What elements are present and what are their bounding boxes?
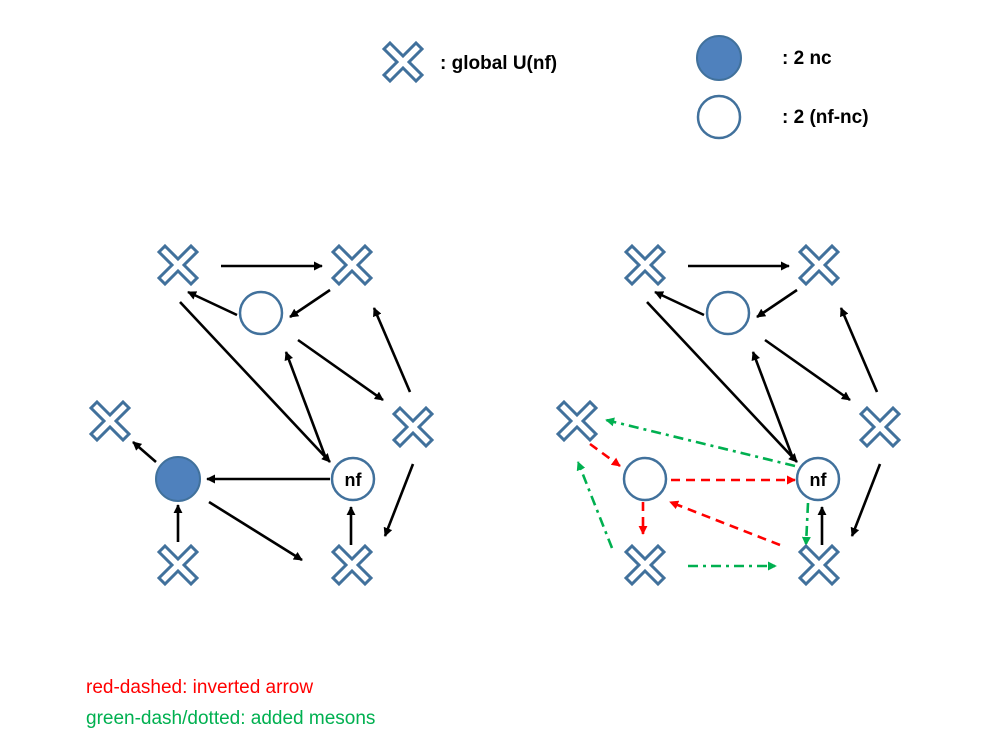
arrow-r-nf-to-far-left bbox=[605, 417, 796, 468]
left-bottom-left-cross-icon bbox=[157, 544, 199, 586]
right-top-left-cross-icon bbox=[624, 244, 666, 286]
legend-global-label: : global U(nf) bbox=[440, 53, 557, 74]
open-circle-legend-icon bbox=[696, 94, 742, 140]
right-top-right-cross-icon bbox=[798, 244, 840, 286]
left-filled-circle bbox=[155, 456, 201, 502]
left-nf-label: nf bbox=[345, 470, 363, 490]
arrow-r-nf-to-bottomright bbox=[801, 502, 811, 546]
left-nf-circle bbox=[330, 456, 376, 502]
legend-open-label: : 2 (nf-nc) bbox=[782, 107, 869, 128]
left-far-left-cross-icon bbox=[89, 400, 131, 442]
arrow-topright-to-top-circle bbox=[289, 288, 331, 319]
right-red-dashed-arrows bbox=[589, 442, 796, 547]
right-far-left-cross-icon bbox=[556, 400, 598, 442]
right-right-cross-icon bbox=[859, 406, 901, 448]
arrow-top-circle-to-right-cross bbox=[297, 338, 384, 402]
filled-circle-legend-icon bbox=[696, 35, 742, 81]
arrow-right-cross-to-bottomright bbox=[383, 463, 415, 537]
right-bottom-left-cross-icon bbox=[624, 544, 666, 586]
arrow-r-nf-to-top-circle bbox=[751, 351, 794, 457]
arrow-filled-circle-to-bottomright bbox=[208, 500, 303, 562]
right-bottom-right-cross-icon bbox=[798, 544, 840, 586]
arrow-r-top-circle-to-topleft bbox=[654, 290, 705, 317]
left-bottom-right-cross-icon bbox=[331, 544, 373, 586]
right-black-arrows bbox=[646, 261, 882, 545]
arrow-r-topleft-to-nf bbox=[646, 301, 798, 463]
arrow-r-right-cross-to-bottomright bbox=[850, 463, 882, 537]
arrow-r-far-left-to-circle bbox=[589, 442, 621, 468]
arrow-nf-to-top-circle bbox=[284, 351, 327, 457]
right-nf-circle bbox=[795, 456, 841, 502]
arrow-r-top-circle-to-right-cross bbox=[764, 338, 851, 402]
arrow-top-circle-to-topleft bbox=[187, 290, 238, 317]
left-top-right-cross-icon bbox=[331, 244, 373, 286]
arrow-right-cross-to-topright bbox=[372, 307, 412, 393]
left-top-open-circle bbox=[238, 290, 284, 336]
left-right-cross-icon bbox=[392, 406, 434, 448]
left-arrows bbox=[132, 261, 415, 562]
arrow-r-right-cross-to-topright bbox=[839, 307, 879, 393]
right-top-open-circle bbox=[705, 290, 751, 336]
global-u-nf-legend-icon bbox=[382, 41, 424, 83]
arrow-filled-circle-to-far-left bbox=[132, 441, 157, 463]
legend: : global U(nf) : 2 nc : 2 (nf-nc) bbox=[382, 35, 869, 140]
right-green-added-meson-arrows bbox=[576, 417, 811, 571]
notes: red-dashed: inverted arrow green-dash/do… bbox=[86, 677, 375, 729]
arrow-topleft-to-nf bbox=[179, 301, 331, 463]
arrow-r-bottomright-to-circle bbox=[669, 500, 781, 547]
legend-filled-label: : 2 nc bbox=[782, 48, 832, 69]
right-nf-label: nf bbox=[810, 470, 828, 490]
red-dashed-note: red-dashed: inverted arrow bbox=[86, 677, 313, 698]
arrow-r-topright-to-top-circle bbox=[756, 288, 798, 319]
left-quiver: nf bbox=[89, 244, 434, 586]
right-left-open-circle bbox=[622, 456, 668, 502]
right-quiver: nf bbox=[556, 244, 901, 586]
green-dotted-note: green-dash/dotted: added mesons bbox=[86, 708, 375, 729]
arrow-r-bottom-cross-to-far-left bbox=[576, 461, 614, 549]
left-top-left-cross-icon bbox=[157, 244, 199, 286]
